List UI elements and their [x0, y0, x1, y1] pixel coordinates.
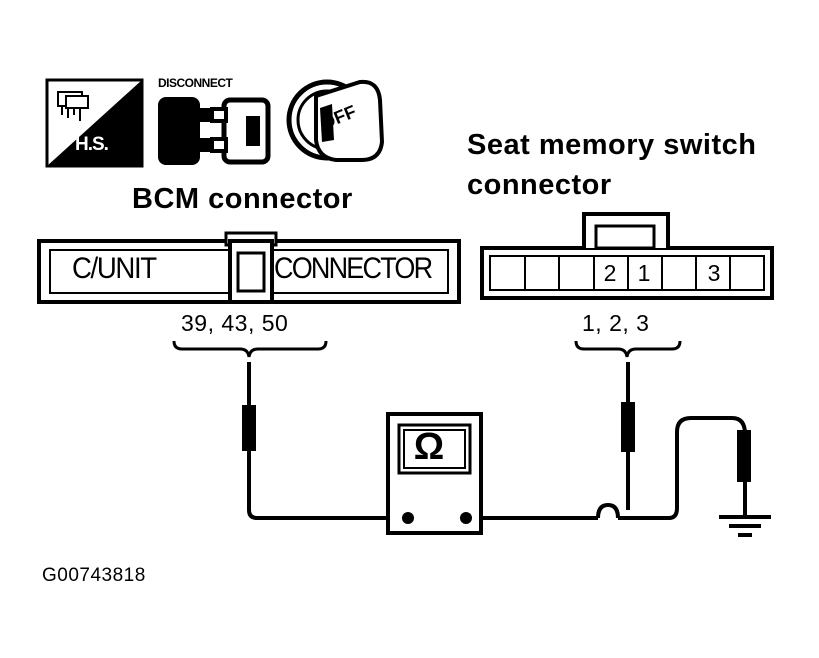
ignition-off-icon: [286, 79, 385, 162]
disconnect-label: DISCONNECT: [158, 76, 233, 90]
figure-id: G00743818: [42, 565, 146, 586]
bcm-connector-title: BCM connector: [132, 183, 353, 215]
seat-terminal-brace: [574, 340, 682, 358]
seat-pin-label-1: 1: [637, 260, 651, 286]
bcm-connector-label: CONNECTOR: [274, 252, 433, 285]
ground-symbol-icon: [719, 515, 771, 537]
bcm-connector: [37, 231, 461, 304]
ohm-symbol: Ω: [413, 426, 445, 468]
ohmmeter-icon: [386, 412, 483, 535]
bcm-terminal-numbers: 39, 43, 50: [181, 310, 289, 336]
seat-switch-connector: [480, 212, 774, 300]
seat-pin-label-3: 3: [707, 260, 721, 286]
hs-icon-label: H.S.: [75, 134, 109, 155]
bcm-cunit-label: C/UNIT: [72, 252, 157, 285]
seat-terminal-numbers: 1, 2, 3: [582, 310, 650, 336]
seat-pin-label-2: 2: [603, 260, 617, 286]
seat-switch-title-line2: connector: [467, 169, 612, 201]
test-wiring: [242, 362, 751, 520]
disconnect-connector-icon: [158, 97, 271, 165]
bcm-terminal-brace: [172, 340, 328, 358]
harness-sheet-icon: [45, 78, 144, 168]
seat-switch-title-line1: Seat memory switch: [467, 129, 757, 161]
